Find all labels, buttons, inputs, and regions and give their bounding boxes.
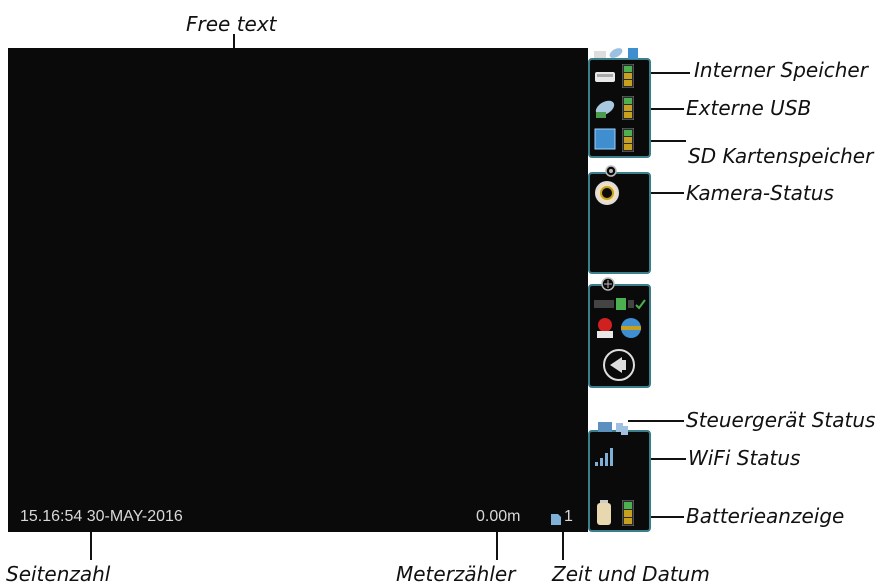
free-text-label: Free text: [186, 12, 277, 36]
usb-icon: [592, 98, 618, 120]
battery-leader: [640, 516, 684, 518]
external-usb-leader: [640, 108, 684, 110]
sd-card-level: [622, 128, 634, 152]
controller-status-leader: [628, 420, 684, 422]
direction-dial-icon: [602, 348, 636, 382]
page-icon: [550, 513, 562, 526]
sd-card-leader: [640, 140, 686, 142]
timestamp: 15.16:54 30-MAY-2016: [20, 508, 183, 525]
meter-reading: 0.00m: [476, 508, 521, 525]
camera-status-label: Kamera-Status: [686, 181, 834, 205]
storage-header-icons: [594, 46, 646, 60]
external-usb-level: [622, 96, 634, 120]
external-usb-label: Externe USB: [686, 96, 812, 120]
wifi-status-leader: [626, 458, 686, 460]
page-number-leader: [90, 532, 92, 560]
controller-status-label: Steuergerät Status: [686, 408, 876, 432]
meter-counter-leader: [496, 532, 498, 560]
wifi-status-label: WiFi Status: [688, 446, 801, 470]
hdd-icon: [594, 66, 616, 84]
crawler-header-icon: [600, 276, 616, 292]
internal-storage-leader: [640, 72, 690, 74]
camera-icon: [594, 180, 620, 206]
page-number: 1: [564, 508, 573, 525]
sd-card-label: SD Kartenspeicher: [688, 144, 874, 168]
battery-label: Batterieanzeige: [686, 504, 845, 528]
battery-icon: [596, 500, 612, 526]
camera-status-leader: [640, 192, 684, 194]
internal-storage-label: Interner Speicher: [694, 58, 868, 82]
controller-icon: [598, 420, 632, 436]
meter-counter-label: Meterzähler: [396, 562, 516, 586]
internal-storage-level: [622, 64, 634, 88]
crawler-icon: [594, 316, 644, 342]
camera-header-icon: [604, 164, 618, 178]
battery-level: [622, 500, 634, 526]
signal-bars-icon: [594, 444, 618, 468]
time-date-label: Zeit und Datum: [552, 562, 710, 586]
video-screen: 15.16:54 30-MAY-2016 0.00m 1: [8, 48, 588, 532]
sd-card-icon: [594, 128, 616, 150]
crawler-status-bar: [594, 298, 646, 310]
time-date-leader: [562, 532, 564, 560]
page-number-label: Seitenzahl: [6, 562, 111, 586]
